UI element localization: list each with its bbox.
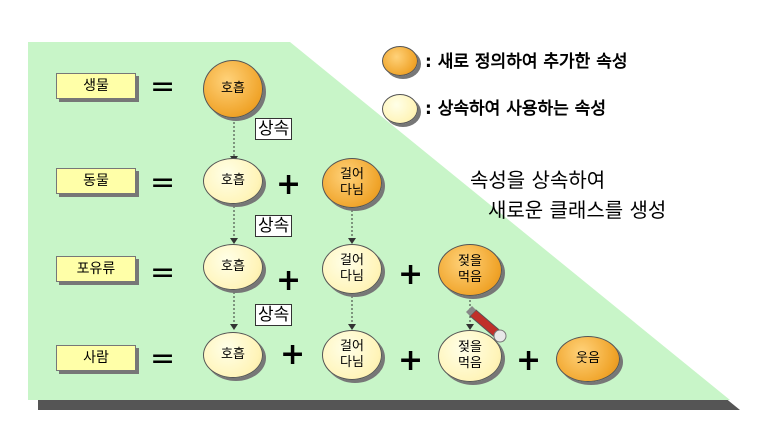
- attr-nurse-inherited-4: 젖을 먹음: [438, 330, 502, 382]
- inherit-tag-1: 상속: [255, 118, 293, 140]
- marker-pen-icon: [466, 306, 507, 343]
- legend-inherited-text: : 상속하여 사용하는 속성: [425, 99, 606, 119]
- attr-walk-inherited-4: 걸어 다님: [322, 330, 382, 380]
- equals-sign-3: =: [150, 255, 176, 290]
- attr-breathe-inherited-4: 호흡: [203, 332, 263, 378]
- attr-laugh-new: 웃음: [556, 336, 620, 382]
- attr-walk-new: 걸어 다님: [322, 158, 382, 208]
- arrowhead-4: [348, 238, 356, 244]
- plus-sign-4b: +: [398, 343, 424, 378]
- arrowhead-3: [230, 324, 238, 330]
- note-line-2: 새로운 클래스를 생성: [488, 198, 667, 222]
- class-label-3: 포유류: [56, 256, 136, 282]
- attr-nurse-new: 젖을 먹음: [438, 244, 502, 296]
- attr-breathe-inherited-2: 호흡: [203, 158, 263, 204]
- green-panel: [28, 42, 730, 400]
- legend-inherited-icon: [382, 94, 418, 124]
- class-label-2: 동물: [56, 168, 136, 194]
- attr-breathe-inherited-3: 호흡: [203, 244, 263, 290]
- arrowhead-5: [348, 324, 356, 330]
- class-label-1: 생물: [56, 73, 136, 99]
- attr-walk-inherited-3: 걸어 다님: [322, 244, 382, 294]
- equals-sign-2: =: [150, 165, 176, 200]
- legend-new-text: : 새로 정의하여 추가한 속성: [425, 52, 628, 72]
- plus-sign-4c: +: [516, 343, 542, 378]
- equals-sign-4: =: [150, 341, 176, 376]
- plus-sign-3a: +: [276, 263, 302, 298]
- note-line-1: 속성을 상속하여: [470, 168, 606, 192]
- legend-new-icon: [382, 46, 418, 76]
- plus-sign-3b: +: [398, 257, 424, 292]
- inherit-tag-3: 상속: [255, 304, 293, 326]
- inherit-tag-2: 상속: [255, 215, 293, 237]
- plus-sign-2a: +: [276, 167, 302, 202]
- plus-sign-4a: +: [280, 337, 306, 372]
- arrowhead-2: [230, 238, 238, 244]
- class-label-4: 사람: [56, 345, 136, 371]
- arrowhead-6: [466, 324, 474, 330]
- equals-sign-1: =: [150, 69, 176, 104]
- attr-breathe-new: 호흡: [203, 60, 263, 118]
